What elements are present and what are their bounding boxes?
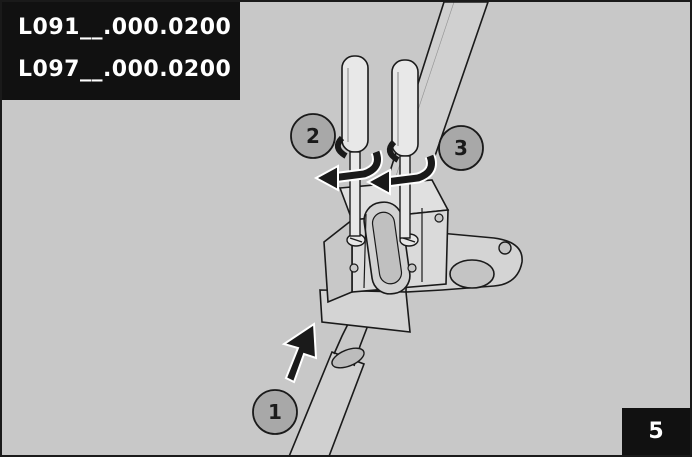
step-number-badge: 5 [622,408,690,455]
part-number-1: L091__.000.0200 [18,15,232,40]
push-arrow-icon [281,322,318,384]
screwdriver-icon [391,59,419,239]
curved-arrow-icon [365,139,437,196]
callout-2-label: 2 [306,124,320,148]
part-number-2: L097__.000.0200 [18,57,232,82]
part-number-label: L091__.000.0200 L097__.000.0200 [2,2,240,100]
callout-1: 1 [252,389,298,435]
callout-2: 2 [290,113,336,159]
callout-3-label: 3 [454,136,468,160]
callout-1-label: 1 [268,400,282,424]
curved-arrow-icon [313,135,383,192]
terminal-block [323,179,450,304]
callout-3: 3 [438,125,484,171]
screwdriver-icon [341,55,369,237]
